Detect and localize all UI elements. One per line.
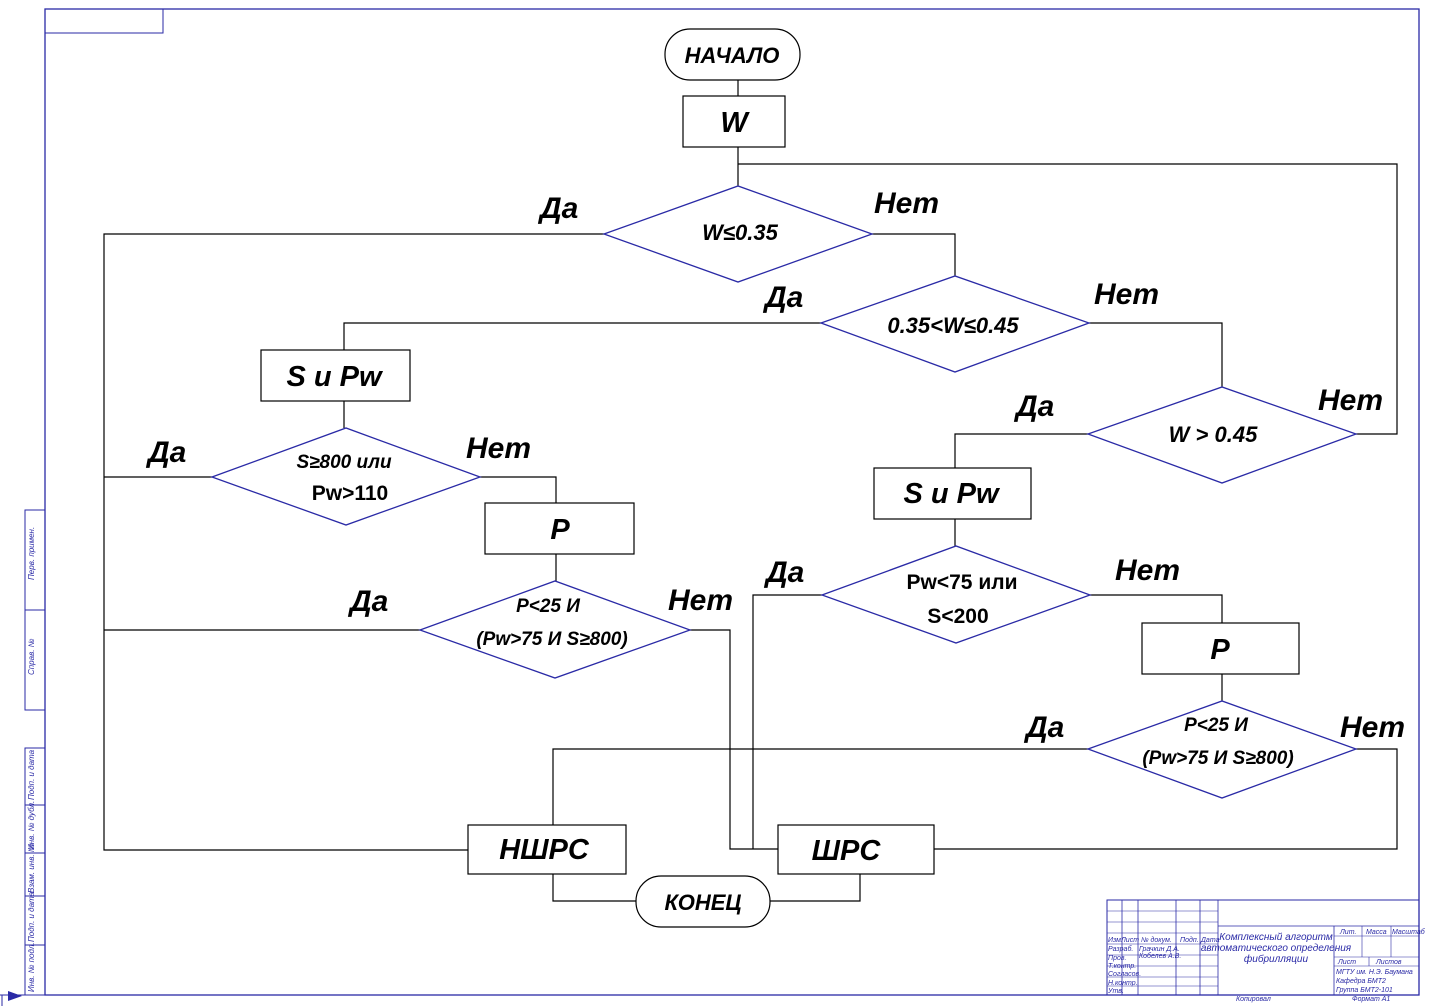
tb-kopiroval: Копировал (1236, 996, 1271, 1003)
tb-name-1: Грачкин Д.А. (1139, 946, 1180, 953)
yes-label-6: Да (763, 556, 804, 589)
decision-right-line1: Pw<75 или (907, 571, 1018, 594)
yes-label-2: Да (762, 281, 803, 314)
yes-label-7: Да (1023, 711, 1064, 744)
no-label-7: Нет (1340, 711, 1405, 744)
input-p-left-block (484, 502, 635, 555)
decision-s-pw-left (210, 427, 482, 526)
end-terminator (635, 875, 771, 928)
tb-col-podp: Подп. (1180, 936, 1199, 944)
side-podp-data-1: Подп. и дата (27, 749, 36, 800)
decision-s-pw-right (820, 545, 1092, 644)
side-podp-data-2: Подп. и дата (27, 891, 36, 942)
tb-col-doc: № докум. (1141, 936, 1172, 944)
result-shrs-label: ШРС (812, 835, 882, 867)
tb-org-line3: Группа БМТ2-101 (1336, 987, 1393, 994)
no-label-5: Нет (668, 584, 733, 617)
decision-1-label: W≤0.35 (702, 220, 778, 245)
side-stamp: Перв. примен. Справ. № Подп. и дата Инв.… (24, 509, 46, 996)
tb-row-razrab: Разраб. (1108, 945, 1133, 953)
tb-row-prov: Пров. (1108, 955, 1127, 962)
decision-w-gt-045 (1086, 386, 1358, 484)
side-inv-podl: Инв. № подл. (27, 942, 36, 992)
input-s-pw-left-label: S и Pw (286, 361, 384, 393)
tb-col-izm: Изм (1108, 937, 1121, 944)
decision-left-line1: S≥800 или (296, 452, 392, 473)
tb-org-line1: МГТУ им. Н.Э. Баумана (1336, 969, 1413, 976)
start-label: НАЧАЛО (685, 43, 780, 68)
no-label-3: Нет (1318, 384, 1383, 417)
input-s-pw-left-block (260, 349, 411, 402)
connector-lines (103, 80, 1398, 902)
decision-3-label: W > 0.45 (1169, 422, 1258, 447)
decision-p-left-line2: (Pw>75 И S≥800) (476, 629, 627, 650)
yes-label-5: Да (347, 585, 388, 618)
decision-right-line2: S<200 (927, 605, 988, 628)
result-nshrs-label: НШРС (499, 834, 590, 866)
tb-list: Лист (1337, 959, 1356, 966)
decision-p-right (1086, 700, 1358, 799)
tb-row-tkontr: Т.контр. (1108, 963, 1136, 970)
input-w-block (682, 95, 786, 148)
input-p-right-label: P (1210, 634, 1230, 666)
decision-p-left (418, 580, 692, 679)
input-s-pw-right-block (873, 467, 1032, 520)
tb-row-nkontr: Н.контр. (1108, 980, 1138, 987)
input-p-right-block (1141, 622, 1300, 675)
no-label-4: Нет (466, 432, 531, 465)
tb-title-line1: Комплексный алгоритм (1219, 932, 1333, 943)
decision-w-range (819, 275, 1091, 373)
tb-row-soglas: Согласов. (1108, 971, 1141, 978)
tb-format: Формат А1 (1352, 996, 1390, 1003)
side-perv-primen: Перв. примен. (27, 527, 36, 580)
end-label: КОНЕЦ (665, 890, 742, 915)
no-label-6: Нет (1115, 554, 1180, 587)
tb-masshtab: Масштаб (1392, 928, 1426, 936)
result-nshrs-block (467, 824, 627, 875)
tb-col-data: Дата (1200, 937, 1220, 944)
side-sprav: Справ. № (27, 638, 36, 675)
yes-label-1: Да (537, 192, 578, 225)
decision-p-left-line1: P<25 И (516, 596, 580, 617)
tb-row-utv: Утв. (1107, 988, 1124, 995)
decision-2-label: 0.35<W≤0.45 (887, 313, 1019, 338)
tb-massa: Масса (1366, 929, 1387, 936)
side-inv-dubl: Инв. № дубл. (27, 801, 36, 850)
yes-label-3: Да (1013, 390, 1054, 423)
tb-title-line2: автоматического определения (1201, 943, 1352, 954)
input-w-label: W (720, 107, 750, 139)
decision-w-le-035 (602, 185, 874, 283)
arrow-marker-icon (8, 991, 22, 1001)
decision-p-right-line1: P<25 И (1184, 715, 1248, 736)
no-label-2: Нет (1094, 278, 1159, 311)
decision-p-right-line2: (Pw>75 И S≥800) (1142, 748, 1293, 769)
tb-name-2: Кобелев А.В. (1139, 952, 1181, 960)
input-s-pw-right-label: S и Pw (903, 478, 1001, 510)
start-terminator (664, 28, 801, 81)
tb-listov: Листов (1375, 959, 1402, 966)
tb-col-list: Лист (1120, 937, 1139, 944)
result-shrs-block (777, 824, 935, 875)
tb-org-line2: Кафедра БМТ2 (1336, 977, 1386, 985)
side-vzam-inv: Взам. инв. № (27, 843, 36, 893)
title-block: Изм Лист № докум. Подп. Дата Разраб. Гра… (1106, 899, 1426, 1003)
input-p-left-label: P (550, 514, 570, 546)
no-label-1: Нет (874, 187, 939, 220)
yes-label-4: Да (145, 436, 186, 469)
sheet-frame (0, 8, 1420, 1006)
decision-left-line2: Pw>110 (312, 482, 388, 505)
tb-lit: Лит. (1339, 929, 1356, 936)
tb-title-line3: фибрилляции (1244, 953, 1309, 965)
